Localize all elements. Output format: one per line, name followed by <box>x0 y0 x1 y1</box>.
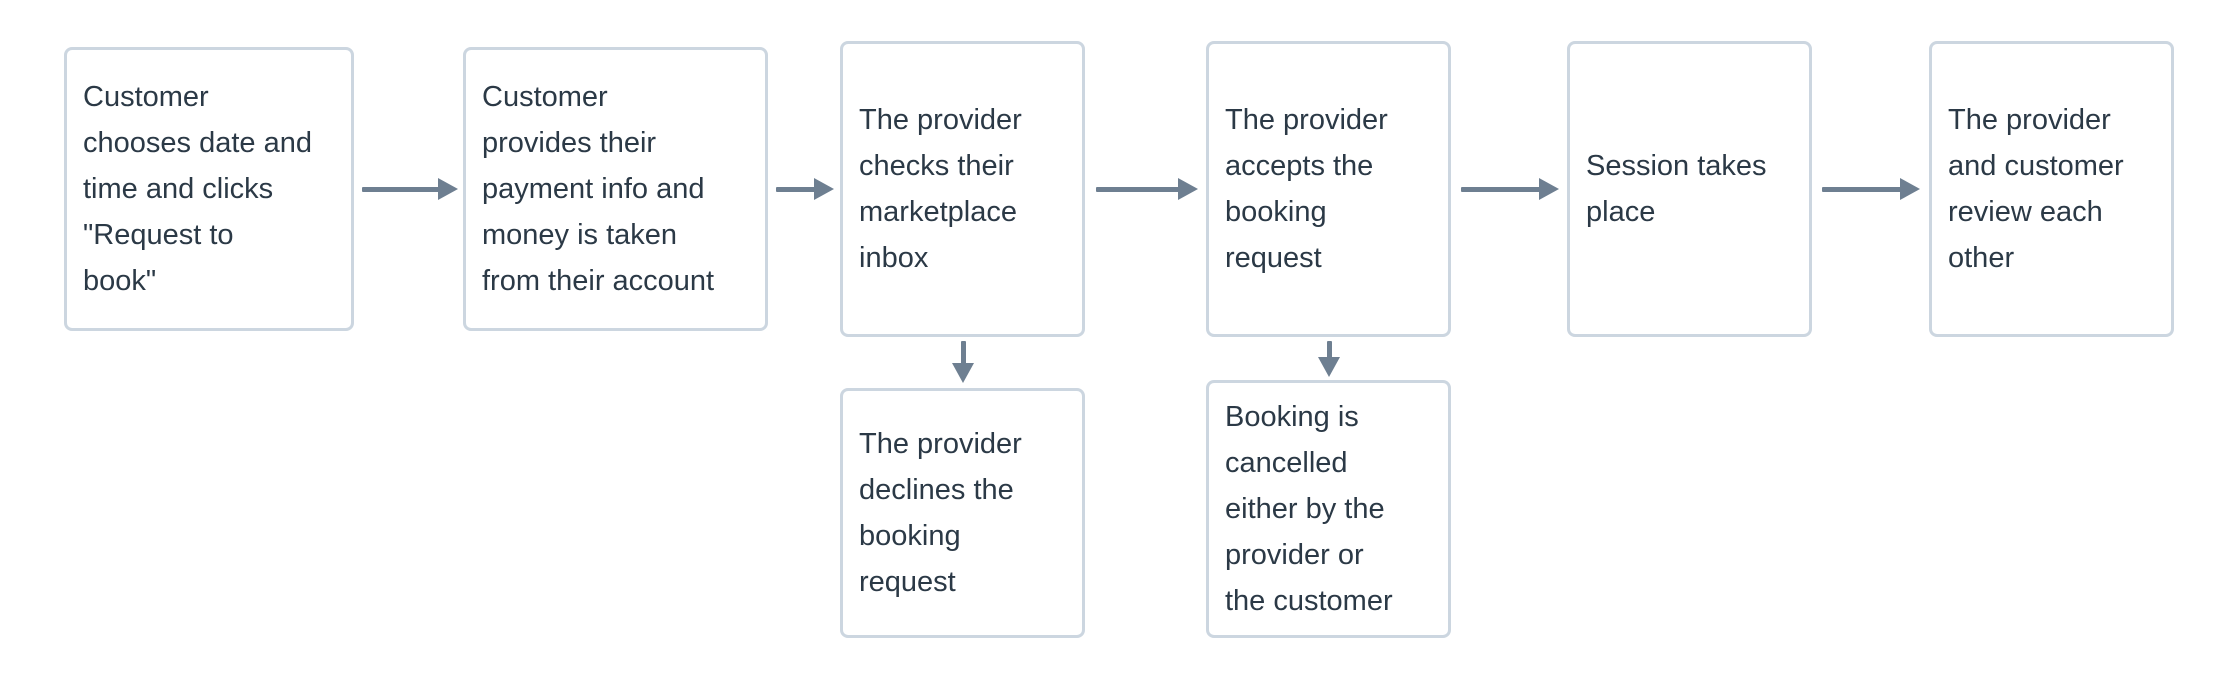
node-label: The provider declines the booking reques… <box>859 428 1022 598</box>
node-label: Customer provides their payment info and… <box>482 81 715 297</box>
node-provider-declines[interactable]: The provider declines the booking reques… <box>840 388 1085 638</box>
node-provider-accepts[interactable]: The provider accepts the booking request <box>1206 41 1451 337</box>
node-label: The provider checks their marketplace in… <box>859 104 1022 274</box>
arrow-choose-to-payment <box>362 174 458 204</box>
arrow-accepts-to-session <box>1461 174 1559 204</box>
node-label: The provider accepts the booking request <box>1225 104 1388 274</box>
node-choose-time[interactable]: Customer chooses date and time and click… <box>64 47 354 331</box>
arrow-accepts-to-cancelled <box>1314 341 1344 377</box>
node-label: The provider and customer review each ot… <box>1948 104 2124 274</box>
arrow-session-to-review <box>1822 174 1920 204</box>
node-provider-checks-inbox[interactable]: The provider checks their marketplace in… <box>840 41 1085 337</box>
arrow-inbox-to-declines <box>948 341 978 383</box>
node-booking-cancelled[interactable]: Booking is cancelled either by the provi… <box>1206 380 1451 638</box>
node-label: Session takes place <box>1586 150 1767 228</box>
node-label: Customer chooses date and time and click… <box>83 81 312 297</box>
node-session-takes-place[interactable]: Session takes place <box>1567 41 1812 337</box>
arrow-inbox-to-accepts <box>1096 174 1198 204</box>
node-label: Booking is cancelled either by the provi… <box>1225 401 1393 617</box>
arrow-payment-to-inbox <box>776 174 834 204</box>
node-payment[interactable]: Customer provides their payment info and… <box>463 47 768 331</box>
node-review-each-other[interactable]: The provider and customer review each ot… <box>1929 41 2174 337</box>
